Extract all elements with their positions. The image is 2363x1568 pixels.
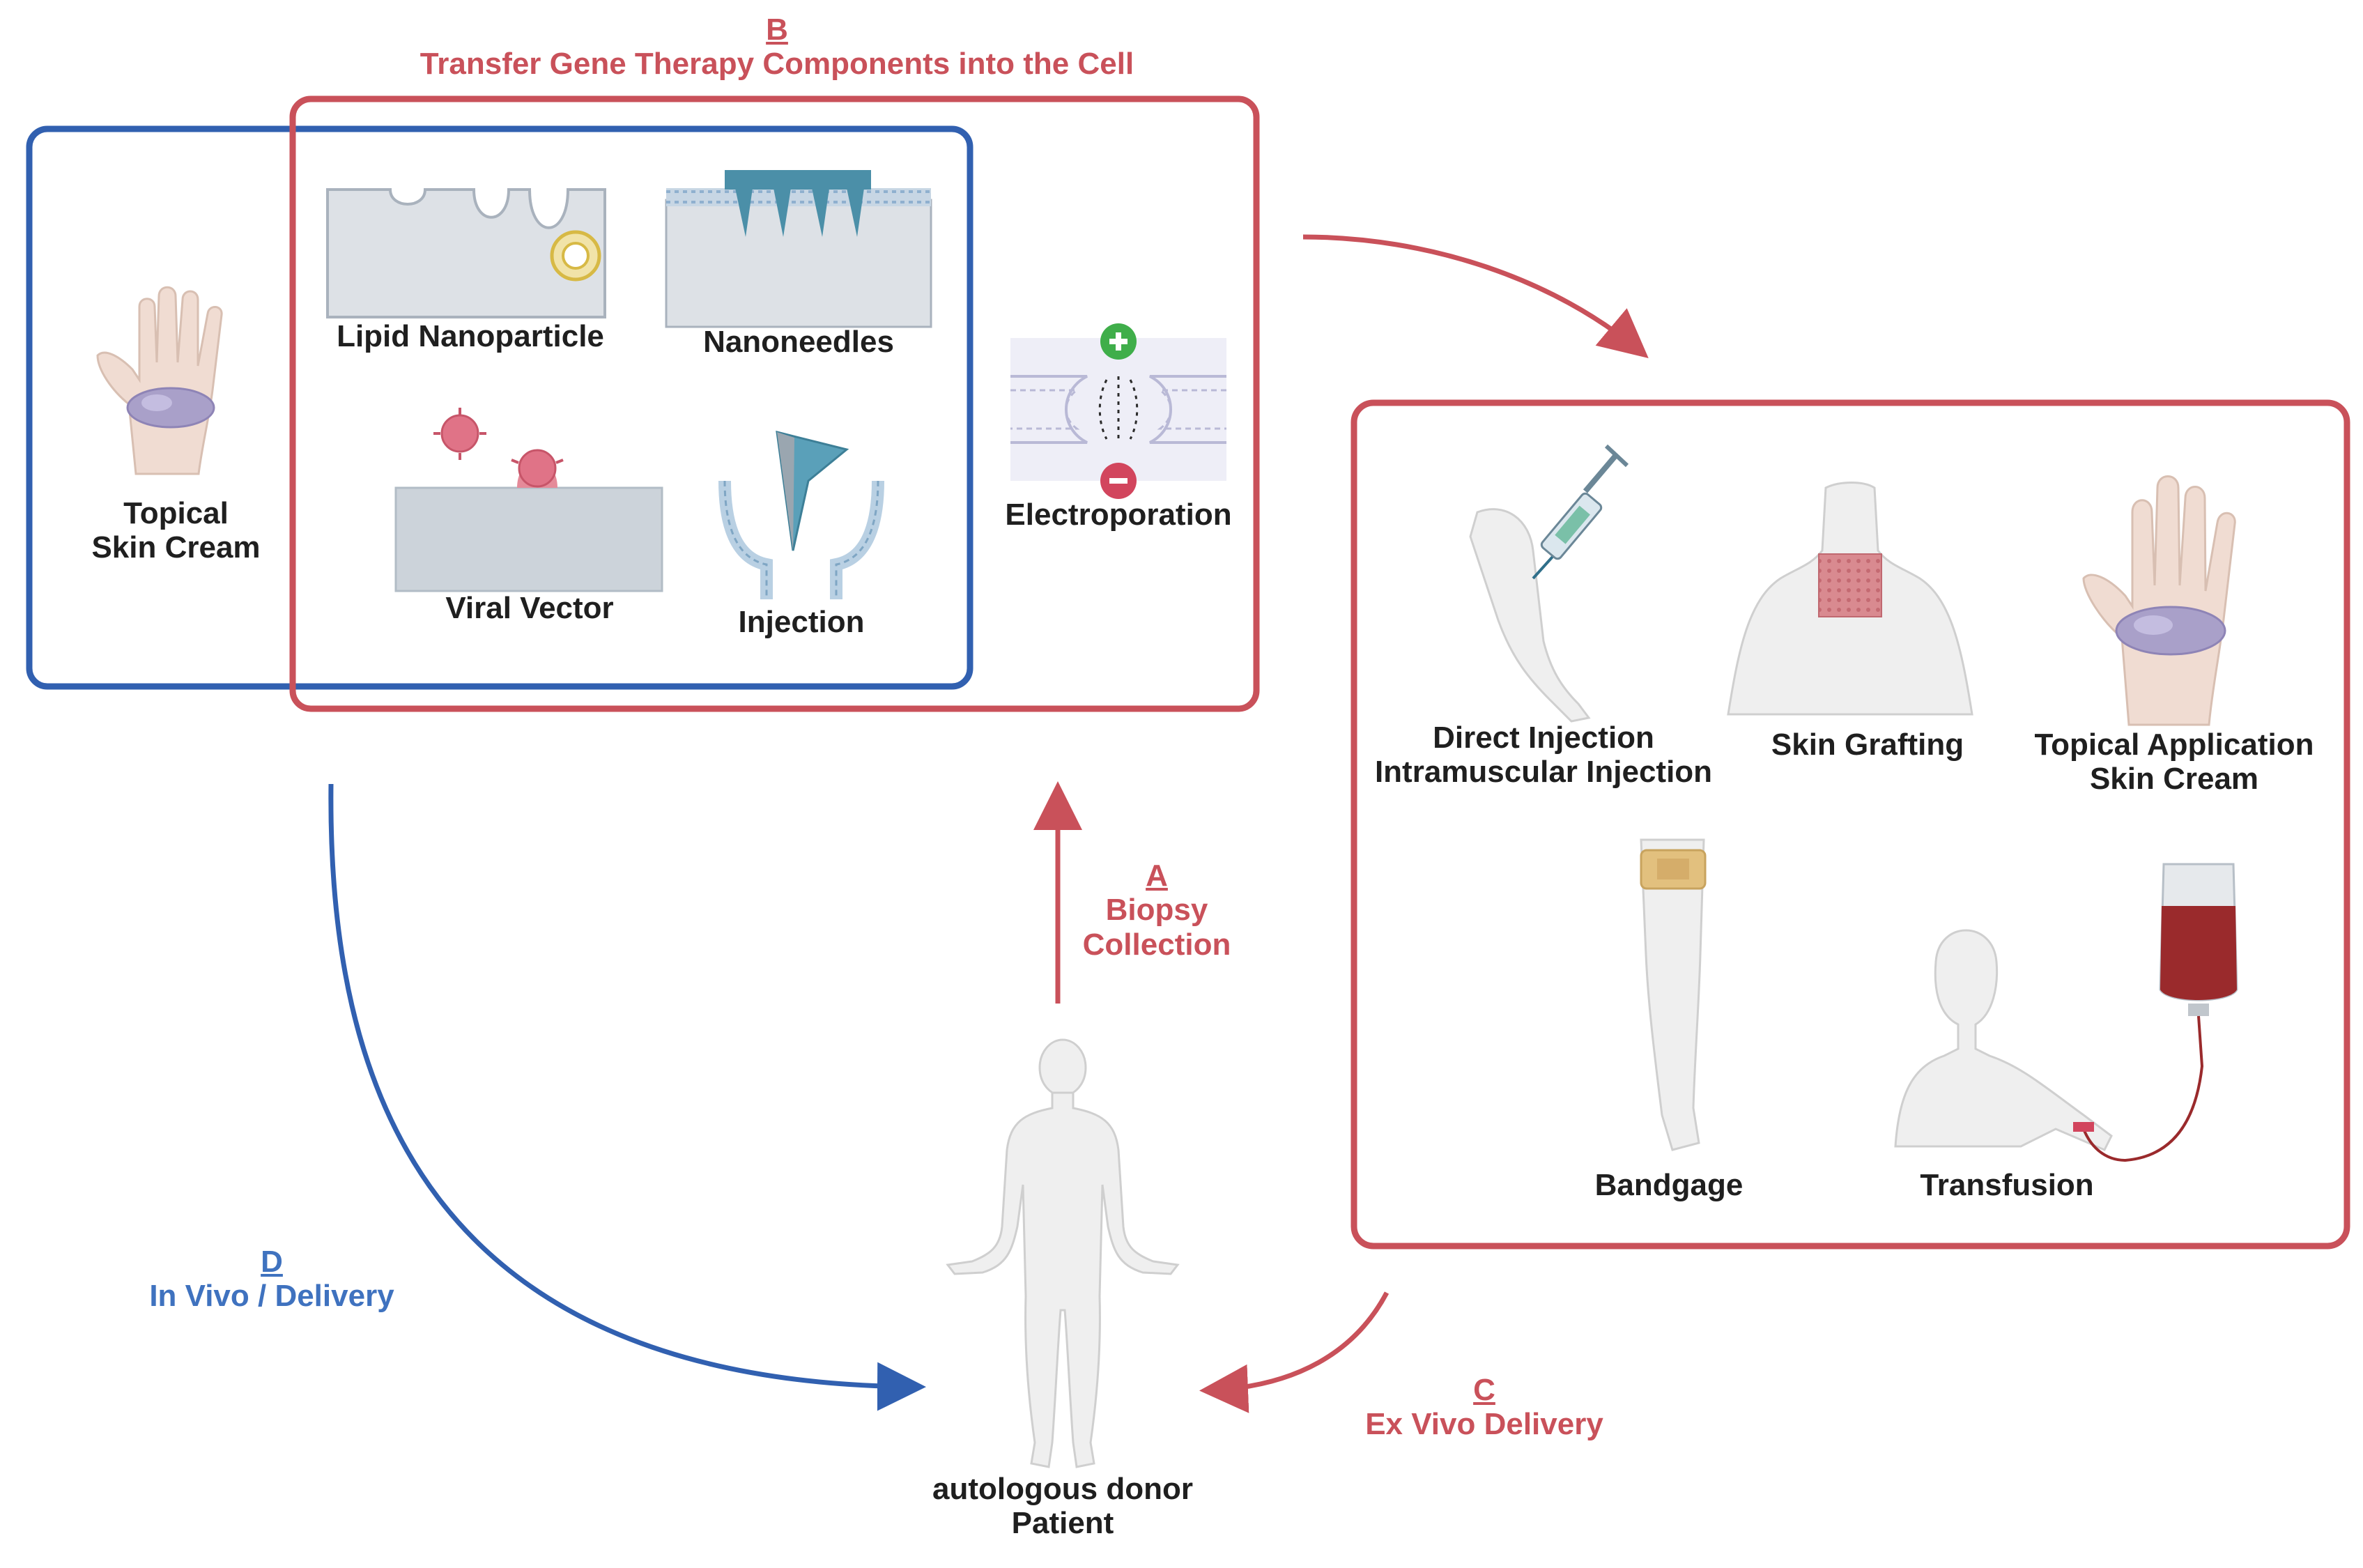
injection-label: Injection — [738, 605, 865, 639]
arrow-transfer-to-delivery — [1302, 234, 1649, 359]
topical-application-label: Topical Application Skin Cream — [2034, 728, 2314, 797]
section-c-label: C Ex Vivo Delivery — [1324, 1373, 1645, 1442]
patient-body-icon — [946, 1038, 1180, 1468]
hand-cream-icon — [96, 286, 223, 475]
section-a-letter: A — [1146, 859, 1168, 893]
electroporation-icon — [1010, 323, 1226, 499]
hand-cream-right-icon — [2082, 475, 2236, 726]
lipid-nanoparticle-icon — [326, 188, 606, 318]
viral-vector-label: Viral Vector — [445, 591, 614, 625]
nanoneedles-label: Nanoneedles — [703, 325, 894, 359]
section-d-letter: D — [261, 1245, 283, 1279]
viral-vector-icon — [394, 408, 663, 592]
skin-grafting-label: Skin Grafting — [1771, 728, 1964, 762]
topical-skin-cream-label: Topical Skin Cream — [91, 496, 261, 565]
nanoneedles-icon — [665, 170, 932, 328]
patient-label: autologous donor Patient — [932, 1472, 1193, 1541]
direct-injection-label: Direct Injection Intramuscular Injection — [1374, 721, 1713, 790]
lipid-nanoparticle-label: Lipid Nanoparticle — [337, 319, 604, 353]
red-transfer-box — [289, 95, 1260, 712]
arrow-ex-vivo — [1199, 1291, 1390, 1413]
section-b-text: Transfer Gene Therapy Components into th… — [420, 47, 1134, 82]
back-skin-graft-icon — [1727, 482, 1973, 716]
section-b-letter: B — [766, 13, 788, 47]
blue-invivo-box — [26, 125, 973, 690]
section-b-title: B Transfer Gene Therapy Components into … — [348, 13, 1206, 82]
section-a-label: A Biopsy Collection — [1059, 859, 1254, 962]
injection-icon — [718, 431, 884, 599]
section-c-letter: C — [1473, 1373, 1495, 1407]
arrow-in-vivo — [328, 783, 926, 1411]
transfusion-icon — [1894, 863, 2238, 1162]
bandage-label: Bandgage — [1594, 1168, 1744, 1202]
leg-bandage-icon — [1640, 838, 1707, 1151]
red-delivery-box — [1350, 399, 2350, 1250]
transfusion-label: Transfusion — [1920, 1168, 2094, 1202]
electroporation-label: Electroporation — [1005, 498, 1232, 532]
arm-syringe-icon — [1469, 444, 1629, 723]
section-d-label: D In Vivo / Delivery — [118, 1245, 425, 1314]
